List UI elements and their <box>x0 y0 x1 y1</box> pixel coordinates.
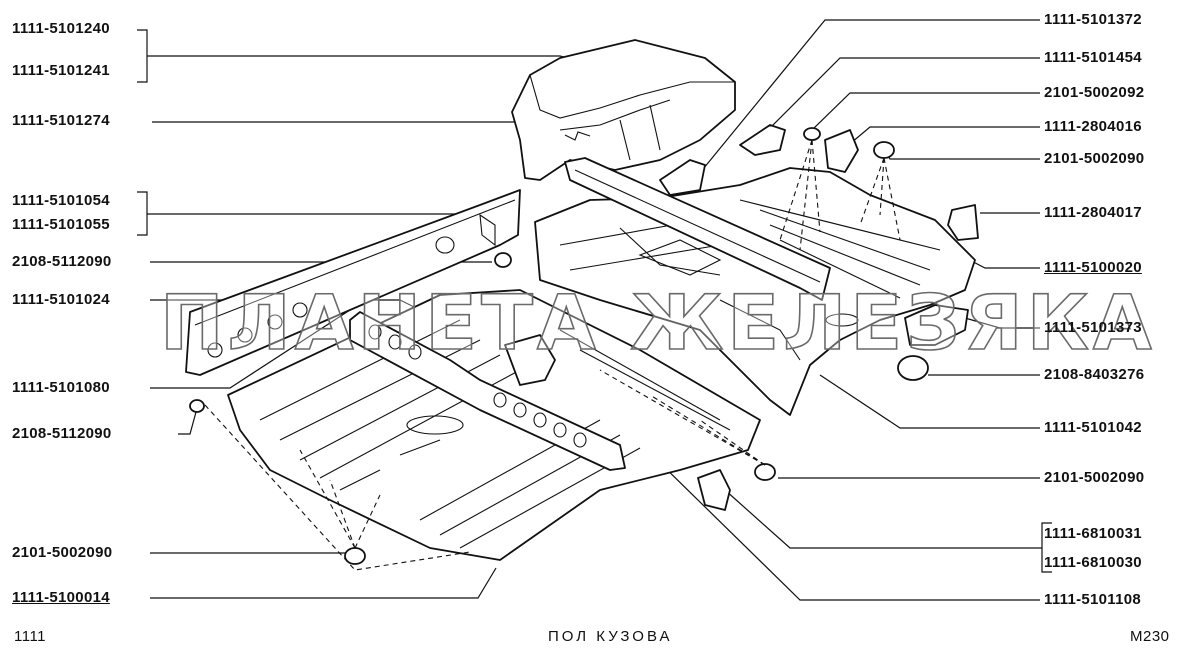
rear-crossmember <box>564 157 831 301</box>
front-floor-pan <box>227 289 761 561</box>
small-parts <box>189 124 979 565</box>
part-label-1111-5101240[interactable]: 1111-5101240 <box>12 20 110 37</box>
part-label-1111-5101454[interactable]: 1111-5101454 <box>1044 49 1142 66</box>
diagram-title: ПОЛ КУЗОВА <box>548 628 673 645</box>
part-label-1111-5101080[interactable]: 1111-5101080 <box>12 379 110 396</box>
side-sill <box>185 189 521 376</box>
part-label-1111-5101054[interactable]: 1111-5101054 <box>12 192 110 209</box>
part-label-2101-5002092[interactable]: 2101-5002092 <box>1044 84 1145 101</box>
part-label-1111-5101241[interactable]: 1111-5101241 <box>12 62 110 79</box>
front-crossmember <box>349 311 626 471</box>
part-label-1111-5101373[interactable]: 1111-5101373 <box>1044 319 1142 336</box>
part-label-1111-2804017[interactable]: 1111-2804017 <box>1044 204 1142 221</box>
part-label-1111-5101274[interactable]: 1111-5101274 <box>12 112 110 129</box>
part-label-1111-6810030[interactable]: 1111-6810030 <box>1044 554 1142 571</box>
assembly-lines <box>204 139 901 571</box>
page-code: М230 <box>1130 628 1170 645</box>
part-label-1111-6810031[interactable]: 1111-6810031 <box>1044 525 1142 542</box>
part-label-1111-5101108[interactable]: 1111-5101108 <box>1044 591 1142 608</box>
leader-lines <box>137 19 1052 601</box>
part-label-2108-5112090-lower[interactable]: 2108-5112090 <box>12 425 112 442</box>
part-label-1111-2804016[interactable]: 1111-2804016 <box>1044 118 1142 135</box>
part-label-2101-5002090-left[interactable]: 2101-5002090 <box>12 544 113 561</box>
rear-panel <box>511 39 736 181</box>
part-label-1111-5101042[interactable]: 1111-5101042 <box>1044 419 1142 436</box>
part-label-1111-5101024[interactable]: 1111-5101024 <box>12 291 110 308</box>
part-label-2101-5002090-upper[interactable]: 2101-5002090 <box>1044 150 1145 167</box>
part-label-1111-5101055[interactable]: 1111-5101055 <box>12 216 110 233</box>
part-label-1111-5101372[interactable]: 1111-5101372 <box>1044 11 1142 28</box>
part-label-2101-5002090-lower[interactable]: 2101-5002090 <box>1044 469 1145 486</box>
model-number: 1111 <box>14 628 47 645</box>
part-label-1111-5100014[interactable]: 1111-5100014 <box>12 589 110 606</box>
part-label-2108-5112090-upper[interactable]: 2108-5112090 <box>12 253 112 270</box>
part-label-1111-5100020[interactable]: 1111-5100020 <box>1044 259 1142 276</box>
part-label-2108-8403276[interactable]: 2108-8403276 <box>1044 366 1145 383</box>
